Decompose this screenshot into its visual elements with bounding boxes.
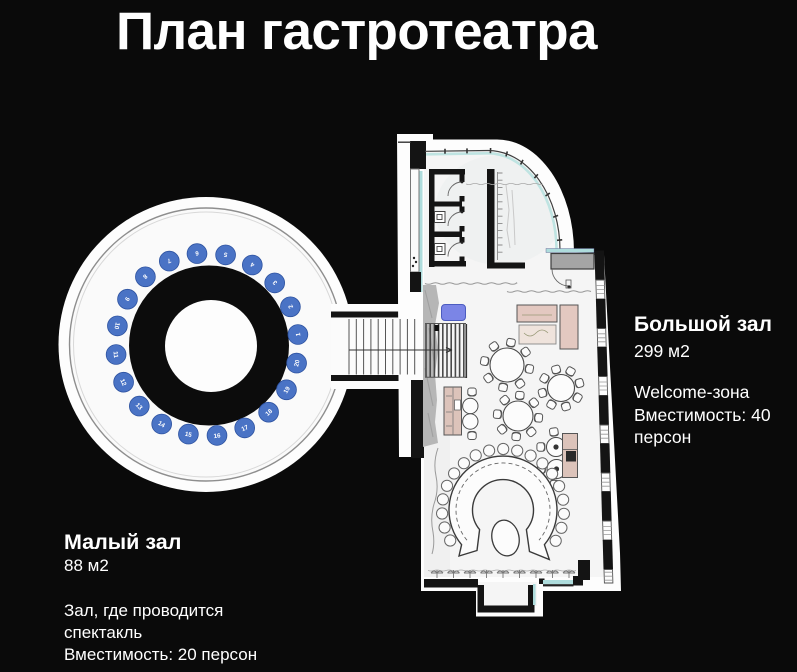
svg-text:5: 5 <box>223 250 228 258</box>
svg-text:9: 9 <box>123 296 131 303</box>
svg-text:1: 1 <box>295 332 302 337</box>
svg-text:19: 19 <box>282 385 292 395</box>
svg-text:14: 14 <box>157 420 167 430</box>
svg-text:2: 2 <box>287 303 295 310</box>
svg-text:15: 15 <box>184 431 193 439</box>
svg-text:7: 7 <box>165 256 172 264</box>
svg-text:4: 4 <box>249 260 256 268</box>
svg-text:17: 17 <box>240 424 250 433</box>
svg-text:13: 13 <box>134 402 144 412</box>
svg-text:16: 16 <box>213 432 221 440</box>
svg-text:3: 3 <box>271 278 279 286</box>
svg-text:18: 18 <box>264 408 274 418</box>
svg-text:6: 6 <box>194 249 199 256</box>
svg-text:8: 8 <box>141 272 149 280</box>
svg-text:20: 20 <box>293 359 301 368</box>
svg-text:12: 12 <box>118 378 127 388</box>
svg-text:11: 11 <box>111 351 119 359</box>
svg-text:10: 10 <box>112 322 120 331</box>
